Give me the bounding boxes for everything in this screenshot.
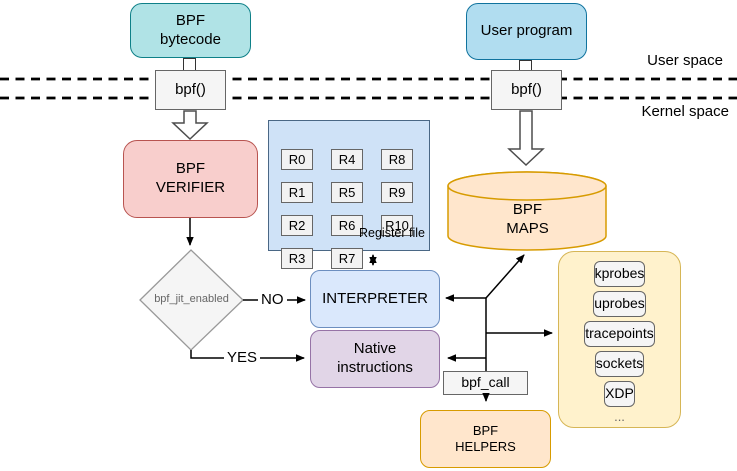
bpf-syscall-box-user: bpf() bbox=[155, 70, 226, 110]
jit-decision-label: bpf_jit_enabled bbox=[154, 293, 229, 305]
interpreter-node: INTERPRETER bbox=[310, 270, 440, 328]
hook-item-uprobes: uprobes bbox=[593, 290, 646, 317]
user-space-label: User space bbox=[647, 52, 723, 69]
register-cell: R3 bbox=[281, 247, 313, 269]
bpf-helpers-node: BPF HELPERS bbox=[420, 410, 551, 468]
bpf-call-label-box: bpf_call bbox=[443, 371, 528, 395]
register-grid: R0 R4 R8 R1 R5 R9 R2 R6 R10 R3 R7 bbox=[269, 140, 429, 269]
register-file-panel: R0 R4 R8 R1 R5 R9 R2 R6 R10 R3 R7 Regist… bbox=[268, 120, 430, 269]
register-cell: R0 bbox=[281, 148, 313, 170]
bpf-syscall-box-kernel: bpf() bbox=[491, 70, 562, 110]
hook-item-xdp: XDP bbox=[604, 380, 635, 407]
register-cell: R1 bbox=[281, 181, 313, 203]
no-branch-label: NO bbox=[258, 291, 287, 308]
hook-item-tracepoints: tracepoints bbox=[584, 320, 655, 347]
user-program-node: User program bbox=[466, 3, 587, 60]
hooks-more-ellipsis: ... bbox=[614, 408, 625, 424]
bpf-bytecode-node: BPF bytecode bbox=[130, 3, 251, 58]
register-cell: R4 bbox=[331, 148, 363, 170]
yes-branch-label: YES bbox=[224, 349, 261, 366]
hooks-panel: kprobes uprobes tracepoints sockets XDP … bbox=[558, 251, 681, 428]
bpf-verifier-node: BPF VERIFIER bbox=[123, 140, 258, 218]
hook-item-sockets: sockets bbox=[594, 350, 645, 377]
hook-item-kprobes: kprobes bbox=[593, 260, 646, 287]
bpf-maps-label: BPF MAPS bbox=[506, 201, 549, 237]
register-cell: R7 bbox=[331, 247, 363, 269]
register-cell: R10 bbox=[381, 214, 413, 236]
native-instructions-node: Native instructions bbox=[310, 330, 440, 388]
kernel-space-label: Kernel space bbox=[641, 103, 729, 120]
register-cell: R2 bbox=[281, 214, 313, 236]
register-file-label: Register file bbox=[359, 226, 425, 241]
register-cell: R8 bbox=[381, 148, 413, 170]
register-cell: R9 bbox=[381, 181, 413, 203]
register-cell: R6 bbox=[331, 214, 363, 236]
register-cell: R5 bbox=[331, 181, 363, 203]
